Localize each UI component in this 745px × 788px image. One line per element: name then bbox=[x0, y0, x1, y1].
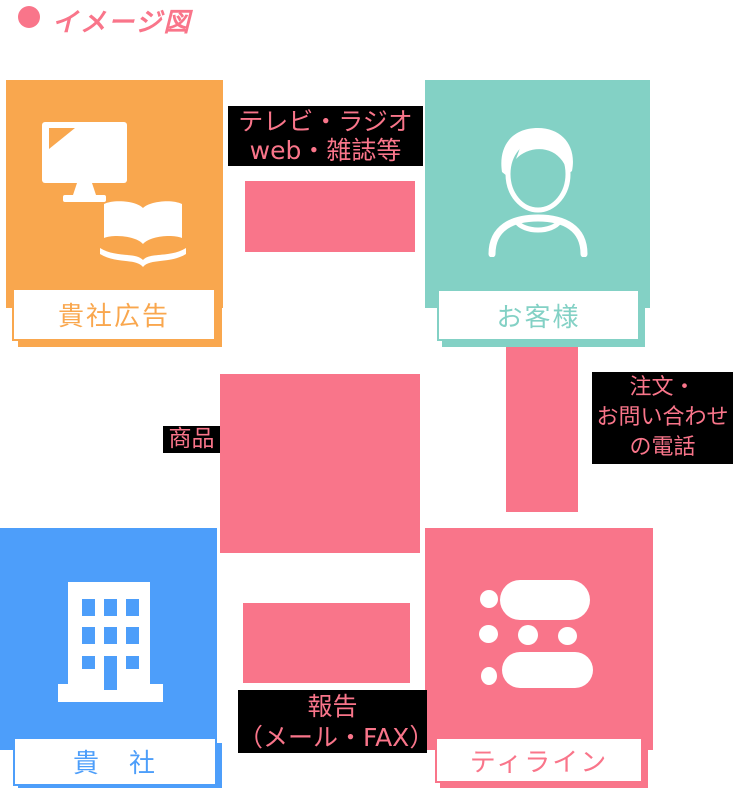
annotation-media-line1: テレビ・ラジオ bbox=[238, 107, 413, 136]
annotation-report-line1: 報告 bbox=[307, 691, 358, 721]
connector-ad-to-customer bbox=[245, 181, 415, 252]
annotation-product: 商品 bbox=[163, 426, 220, 453]
customer-node-label: お客様 bbox=[437, 289, 640, 341]
annotation-media-line2: web・雑誌等 bbox=[249, 136, 402, 165]
customer-node-box bbox=[425, 80, 650, 308]
ad-node-label: 貴社広告 bbox=[12, 288, 216, 341]
company-node-label: 貴 社 bbox=[13, 737, 217, 786]
annotation-order-phone: 注文・ お問い合わせ の電話 bbox=[592, 372, 733, 464]
teeline-node-box bbox=[425, 528, 653, 750]
company-node-box bbox=[0, 528, 217, 750]
page-title: イメージ図 bbox=[52, 8, 192, 38]
annotation-order-line2: お問い合わせ bbox=[596, 405, 729, 430]
annotation-report: 報告 （メール・FAX） bbox=[238, 690, 435, 753]
ad-node-box bbox=[6, 80, 223, 308]
circle-bullet-icon bbox=[18, 6, 40, 28]
annotation-media: テレビ・ラジオ web・雑誌等 bbox=[228, 106, 423, 166]
connector-teeline-to-company bbox=[243, 603, 410, 683]
person-icon bbox=[488, 128, 588, 257]
connector-customer-to-teeline bbox=[506, 347, 578, 512]
annotation-product-line1: 商品 bbox=[168, 426, 215, 452]
annotation-order-line3: の電話 bbox=[629, 435, 696, 460]
connector-company-to-ad bbox=[220, 374, 420, 553]
annotation-report-line2: （メール・FAX） bbox=[238, 722, 435, 752]
teeline-node-label: ティライン bbox=[435, 737, 643, 783]
monitor-book-icon bbox=[42, 122, 186, 267]
annotation-order-line1: 注文・ bbox=[629, 375, 696, 400]
building-icon bbox=[58, 582, 163, 702]
